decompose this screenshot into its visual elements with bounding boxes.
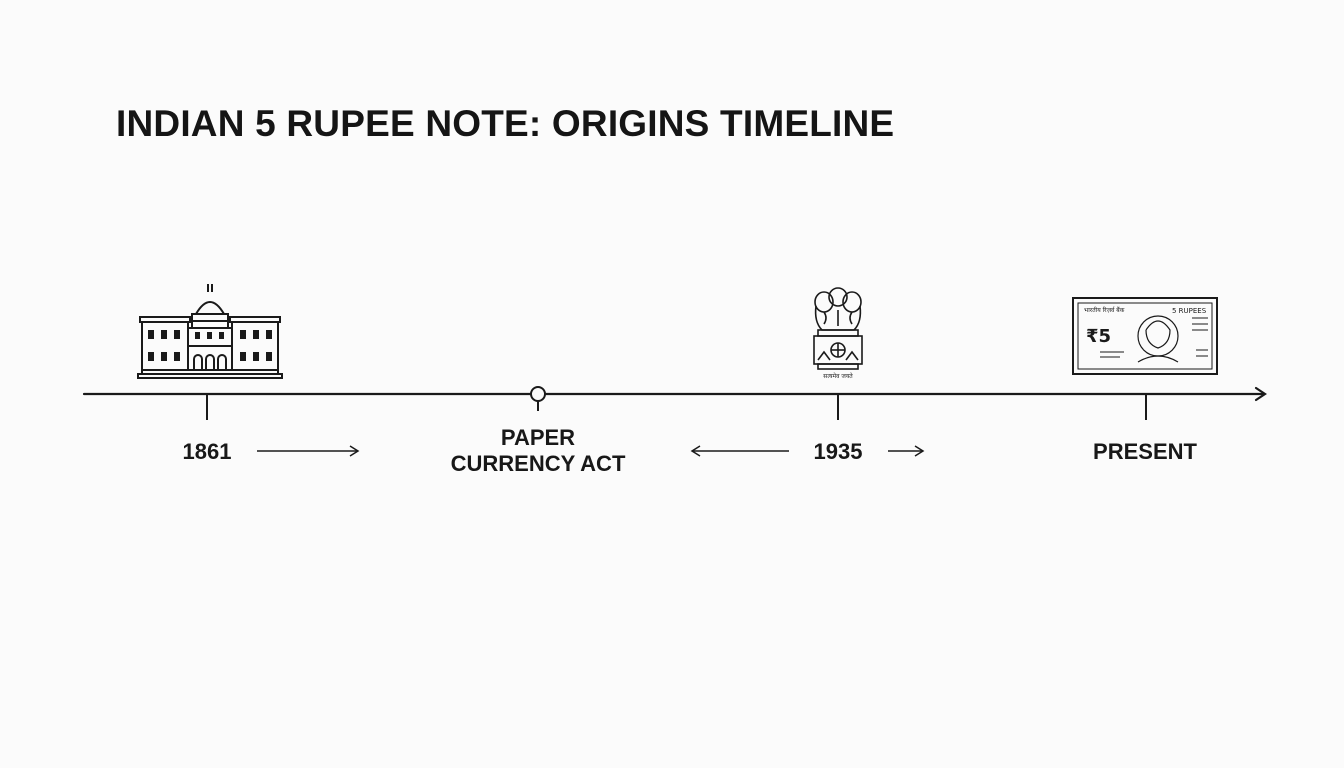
arrow-left-icon xyxy=(690,445,789,457)
timeline-axis xyxy=(82,386,1267,402)
arrow-right-icon xyxy=(257,445,360,457)
milestone-label-present: PRESENT xyxy=(1093,439,1197,464)
arrow-right-icon xyxy=(888,445,925,457)
milestone-label-1935: 1935 xyxy=(813,439,863,464)
five-rupee-banknote-icon xyxy=(1072,297,1218,375)
note-header: भारतीय रिज़र्व बैंक xyxy=(1084,306,1125,314)
building-windows xyxy=(148,330,272,361)
ashoka-lion-capital-icon xyxy=(813,287,863,370)
pin-marker-icon xyxy=(530,386,546,411)
milestone-label-paper-currency-act: PAPER CURRENCY ACT xyxy=(450,425,626,476)
note-denomination: ₹5 xyxy=(1086,326,1111,347)
colonial-building-icon xyxy=(137,284,283,379)
emblem-caption: सत्यमेव जयते xyxy=(823,372,853,380)
note-corner: 5 RUPEES xyxy=(1172,307,1207,315)
milestone-label-1861: 1861 xyxy=(182,439,232,464)
page-title: INDIAN 5 RUPEE NOTE: ORIGINS TIMELINE xyxy=(116,103,895,144)
